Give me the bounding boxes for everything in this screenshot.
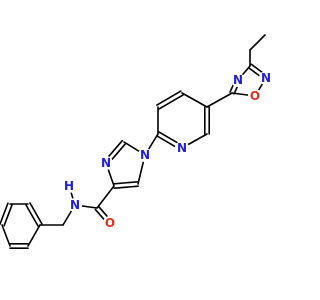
atom-label-bg-n-pyridine <box>175 141 189 155</box>
bond-layer <box>0 34 269 249</box>
atom-label-n-pyridine: N <box>177 141 187 155</box>
atom-label-nh-amide: N <box>70 198 80 212</box>
double-bond-27-b <box>25 204 39 227</box>
atom-label-bg-o-carbonyl <box>103 216 117 230</box>
atom-label-n-oxadiazole-top: N <box>261 71 271 85</box>
double-bond-13-b <box>156 90 182 106</box>
single-bond-1 <box>249 34 266 51</box>
single-bond-32 <box>27 224 41 247</box>
single-bond-8 <box>206 92 233 108</box>
double-bond-13-a <box>158 94 184 110</box>
atom-label-h-amide: H <box>64 179 74 193</box>
atom-label-bg-h-amide <box>62 179 76 193</box>
single-bond-30 <box>1 224 11 247</box>
double-bond-19-b <box>113 181 139 185</box>
atom-label-bg-n-imidazole-link <box>138 148 152 162</box>
atom-label-n-oxadiazole-bottom: N <box>233 73 243 87</box>
atom-label-n-imidazole-top: N <box>101 156 111 170</box>
double-bond-29-a <box>0 202 9 226</box>
double-bond-27-a <box>29 202 43 225</box>
double-bond-19-a <box>113 185 139 189</box>
atom-label-o-oxadiazole: O <box>250 89 260 103</box>
atom-label-bg-o-oxadiazole <box>248 89 262 103</box>
atom-label-bg-n-imidazole-top <box>99 156 113 170</box>
atom-label-n-imidazole-link: N <box>140 148 150 162</box>
single-bond-14 <box>181 92 208 108</box>
atom-label-bg-n-oxadiazole-top <box>259 71 273 85</box>
double-bond-29-b <box>3 203 13 227</box>
atom-label-bg-n-oxadiazole-bottom <box>231 73 245 87</box>
atom-label-bg-nh-amide <box>68 198 82 212</box>
single-bond-21 <box>96 185 115 209</box>
atom-label-o-carbonyl: O <box>105 216 115 230</box>
